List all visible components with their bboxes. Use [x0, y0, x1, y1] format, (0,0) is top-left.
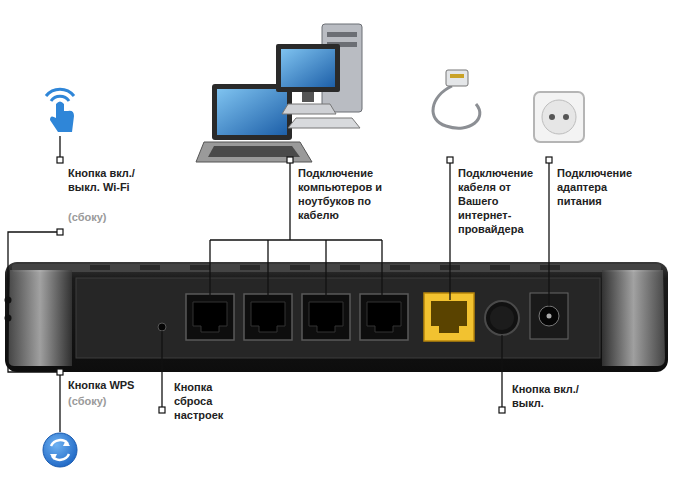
- callout-label: Кнопка сброса настроек: [174, 380, 238, 422]
- callout-label: Подключение кабеля от Вашего интернет-пр…: [458, 166, 542, 236]
- side-note: (сбоку): [68, 210, 128, 224]
- router: [5, 262, 668, 372]
- leader-lines: [8, 136, 549, 432]
- wifi-icon: [46, 89, 74, 132]
- callout-label: Кнопка вкл./выкл. Wi-Fi: [68, 166, 144, 194]
- desktop-computer: [276, 24, 362, 128]
- wps-icon: [43, 433, 77, 467]
- side-buttons: [5, 297, 12, 322]
- callout-label: Подключение адаптера питания: [557, 166, 649, 208]
- callout-label: Подключение компьютеров и ноутбуков по к…: [298, 166, 390, 222]
- callout-label: Кнопка WPS: [68, 378, 178, 392]
- leader-markers: [57, 157, 552, 413]
- callout-label: Кнопка вкл./выкл.: [512, 382, 584, 410]
- network-cable: [433, 70, 480, 128]
- power-socket: [534, 92, 584, 142]
- side-note: (сбоку): [68, 394, 128, 408]
